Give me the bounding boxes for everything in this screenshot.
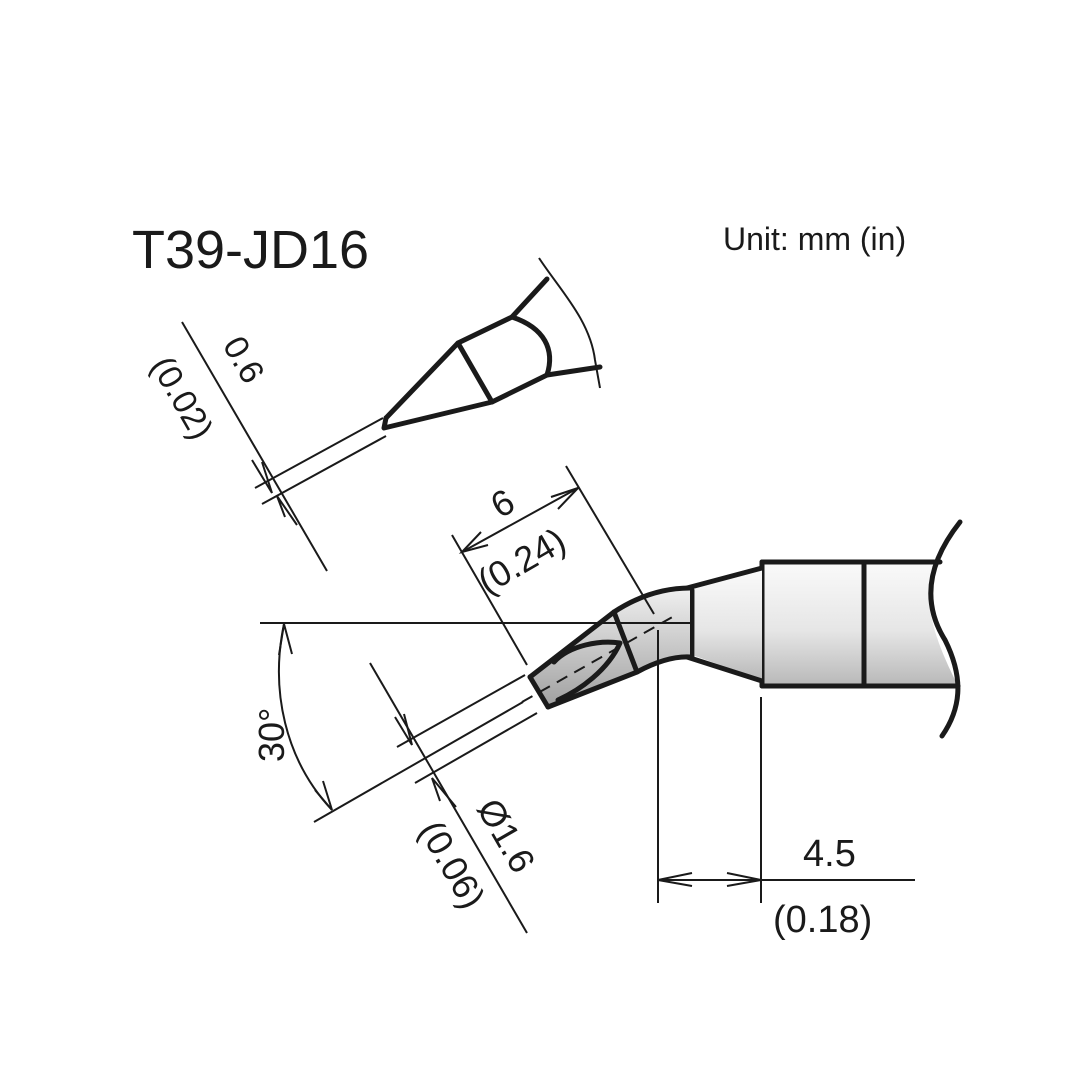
diameter-dimension	[369, 662, 538, 934]
angle-value: 30°	[251, 708, 292, 762]
soldering-tip-main-view	[521, 519, 963, 739]
tip-length-mm: 6	[484, 480, 522, 526]
tip-width-mm: 0.6	[215, 330, 272, 390]
offset-in: (0.18)	[773, 899, 872, 941]
angle-dimension	[278, 623, 524, 823]
offset-mm: 4.5	[803, 833, 856, 875]
unit-note: Unit: mm (in)	[723, 221, 906, 257]
tip-width-in: (0.02)	[143, 350, 220, 446]
tip-side-view	[381, 257, 603, 431]
tip-width-dimension	[181, 321, 387, 572]
offset-dimension	[657, 630, 915, 903]
tip-length-dimension	[451, 465, 655, 666]
diameter-mm: Ø1.6	[469, 792, 544, 880]
model-title: T39-JD16	[132, 220, 369, 280]
tip-length-in: (0.24)	[471, 519, 573, 602]
